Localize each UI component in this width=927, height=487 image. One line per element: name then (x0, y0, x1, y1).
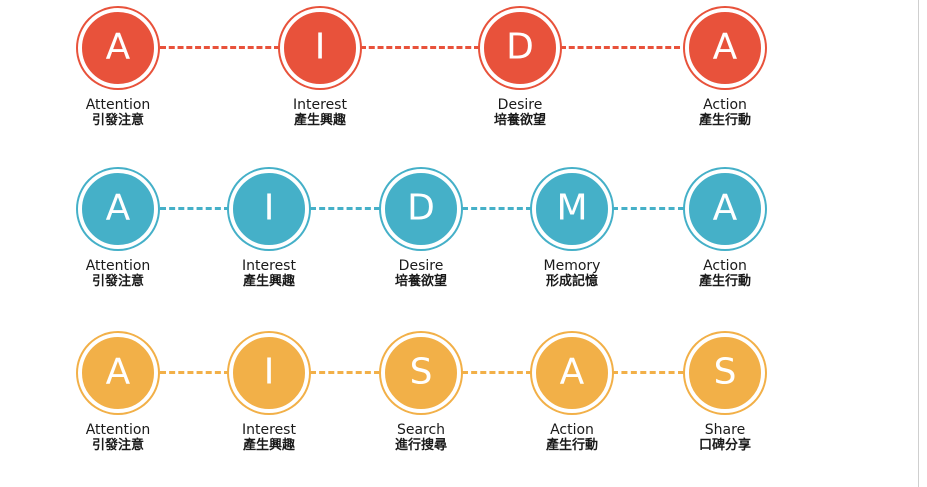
step-letter: A (712, 187, 738, 229)
step-label-zh: 口碑分享 (698, 438, 751, 453)
step-letter: D (506, 26, 534, 68)
dashed-connector (360, 46, 480, 49)
step-desire: D Desire 培養欲望 (346, 169, 496, 290)
step-label-zh: 產生行動 (698, 274, 751, 289)
step-label-en: Attention (85, 422, 151, 438)
step-label-en: Interest (242, 258, 296, 274)
dashed-connector (612, 207, 684, 210)
step-label-en: Desire (398, 258, 444, 274)
step-memory: M Memory 形成記憶 (497, 169, 647, 290)
step-label-en: Action (703, 258, 747, 274)
step-letter: M (556, 187, 588, 229)
step-letter: S (713, 351, 737, 393)
step-label-zh: 形成記憶 (545, 274, 598, 289)
step-circle: D (480, 8, 560, 88)
step-label-zh: 產生行動 (698, 113, 751, 128)
step-label-zh: 引發注意 (91, 274, 144, 289)
step-letter: A (105, 351, 131, 393)
row-aida: A Attention 引發注意 I Interest 產生興趣 D Desir… (0, 8, 918, 158)
step-share: S Share 口碑分享 (650, 333, 800, 454)
dashed-connector (560, 46, 680, 49)
step-circle: A (78, 8, 158, 88)
step-letter: I (314, 26, 326, 68)
step-action: A Action 產生行動 (650, 169, 800, 290)
step-circle: I (229, 169, 309, 249)
step-circle: A (532, 333, 612, 413)
step-label-en: Memory (543, 258, 601, 274)
step-action: A Action 產生行動 (650, 8, 800, 129)
step-circle: I (229, 333, 309, 413)
step-label-zh: 產生興趣 (242, 274, 295, 289)
row-aidma: A Attention 引發注意 I Interest 產生興趣 D Desir… (0, 169, 918, 319)
step-desire: D Desire 培養欲望 (445, 8, 595, 129)
step-interest: I Interest 產生興趣 (194, 169, 344, 290)
step-letter: A (105, 26, 131, 68)
step-label-en: Attention (85, 97, 151, 113)
step-interest: I Interest 產生興趣 (245, 8, 395, 129)
step-label-en: Interest (293, 97, 347, 113)
frame-edge-line (918, 0, 919, 487)
step-label-en: Share (704, 422, 746, 438)
step-label-zh: 引發注意 (91, 438, 144, 453)
step-interest: I Interest 產生興趣 (194, 333, 344, 454)
step-label-en: Search (396, 422, 446, 438)
step-letter: A (712, 26, 738, 68)
step-letter: A (105, 187, 131, 229)
row-aisas: A Attention 引發注意 I Interest 產生興趣 S Searc… (0, 333, 918, 483)
dashed-connector (612, 371, 684, 374)
step-circle: A (78, 333, 158, 413)
step-search: S Search 進行搜尋 (346, 333, 496, 454)
step-letter: I (263, 187, 275, 229)
dashed-connector (160, 46, 280, 49)
step-action: A Action 產生行動 (497, 333, 647, 454)
step-letter: D (407, 187, 435, 229)
step-circle: A (78, 169, 158, 249)
step-circle: M (532, 169, 612, 249)
dashed-connector (160, 207, 230, 210)
dashed-connector (160, 371, 230, 374)
step-label-zh: 引發注意 (91, 113, 144, 128)
step-label-zh: 進行搜尋 (394, 438, 447, 453)
step-letter: A (559, 351, 585, 393)
step-letter: I (263, 351, 275, 393)
step-label-en: Attention (85, 258, 151, 274)
step-circle: A (685, 8, 765, 88)
step-circle: S (381, 333, 461, 413)
step-label-zh: 產生行動 (545, 438, 598, 453)
step-attention: A Attention 引發注意 (43, 169, 193, 290)
step-circle: I (280, 8, 360, 88)
step-circle: D (381, 169, 461, 249)
step-label-zh: 培養欲望 (493, 113, 546, 128)
dashed-connector (462, 371, 532, 374)
step-circle: S (685, 333, 765, 413)
step-label-en: Interest (242, 422, 296, 438)
step-label-en: Desire (497, 97, 543, 113)
step-letter: S (409, 351, 433, 393)
step-label-en: Action (550, 422, 594, 438)
dashed-connector (310, 371, 380, 374)
step-label-zh: 培養欲望 (394, 274, 447, 289)
dashed-connector (310, 207, 380, 210)
step-label-zh: 產生興趣 (293, 113, 346, 128)
step-label-en: Action (703, 97, 747, 113)
dashed-connector (462, 207, 532, 210)
step-attention: A Attention 引發注意 (43, 8, 193, 129)
step-label-zh: 產生興趣 (242, 438, 295, 453)
step-circle: A (685, 169, 765, 249)
step-attention: A Attention 引發注意 (43, 333, 193, 454)
